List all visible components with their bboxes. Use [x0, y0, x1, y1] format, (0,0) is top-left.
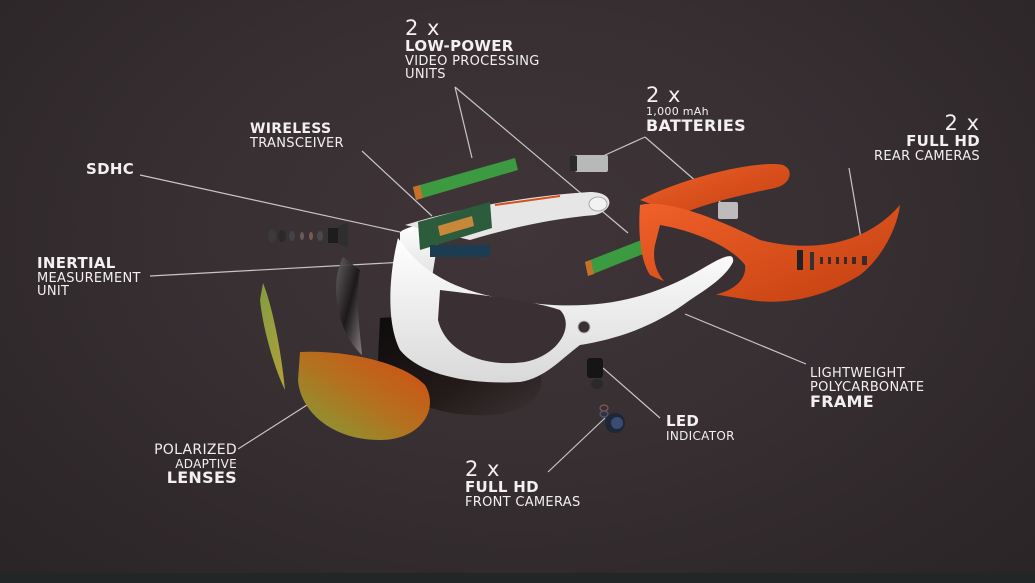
- leader-lines: [139, 86, 866, 473]
- front-cameras-line1: FRONT CAMERAS: [465, 494, 581, 510]
- lenses-title: LENSES: [166, 468, 237, 488]
- batteries-capacity: 1,000 mAh: [646, 105, 709, 119]
- label-wireless-transceiver: WIRELESS TRANSCEIVER: [250, 122, 344, 150]
- label-video-processing-units: 2 x LOW-POWER VIDEO PROCESSING UNITS: [405, 17, 540, 82]
- front-camera-module: [587, 358, 625, 433]
- frame-line1: LIGHTWEIGHT: [810, 366, 905, 381]
- imu-line1: MEASUREMENT: [37, 270, 141, 286]
- orange-adaptive-lens: [298, 351, 430, 440]
- battery-1: [570, 155, 608, 172]
- label-rear-cameras: 2 x FULL HD REAR CAMERAS: [874, 112, 980, 163]
- pcb-video-unit-1: [413, 158, 518, 200]
- front-cameras-count: 2 x: [465, 457, 501, 481]
- video-units-title: LOW-POWER: [405, 37, 514, 56]
- video-units-line1: VIDEO PROCESSING: [405, 53, 540, 69]
- wireless-line1: TRANSCEIVER: [250, 135, 344, 151]
- lenses-line1: POLARIZED: [154, 442, 237, 458]
- label-lenses: POLARIZED ADAPTIVE LENSES: [154, 443, 237, 487]
- battery-2: [718, 202, 738, 219]
- bottom-bar: [0, 573, 1035, 583]
- green-lens-edge: [260, 283, 285, 390]
- camera-module-exploded-parts: [268, 222, 348, 248]
- rear-cameras-line1: REAR CAMERAS: [874, 148, 980, 164]
- video-units-line2: UNITS: [405, 67, 446, 83]
- label-led-indicator: LED INDICATOR: [666, 412, 735, 443]
- front-white-frame: [390, 192, 734, 383]
- grey-lens: [336, 257, 362, 355]
- imu-title: INERTIAL: [37, 254, 116, 272]
- led-line1: INDICATOR: [666, 428, 735, 443]
- front-cameras-title: FULL HD: [465, 478, 539, 497]
- led-title: LED: [666, 412, 700, 430]
- rear-cameras-count: 2 x: [944, 111, 980, 135]
- label-frame: LIGHTWEIGHT POLYCARBONATE FRAME: [810, 367, 924, 411]
- label-batteries: 2 x 1,000 mAh BATTERIES: [646, 84, 746, 134]
- label-front-cameras: 2 x FULL HD FRONT CAMERAS: [465, 458, 581, 509]
- batteries-title: BATTERIES: [646, 115, 746, 135]
- led-hole: [577, 320, 591, 334]
- rear-orange-frame: [639, 164, 900, 302]
- frame-line2: POLYCARBONATE: [810, 379, 925, 395]
- imu-line2: UNIT: [37, 284, 70, 300]
- sdhc-title: SDHC: [86, 160, 135, 178]
- label-imu: INERTIAL MEASUREMENT UNIT: [37, 254, 141, 300]
- label-sdhc: SDHC: [86, 160, 135, 178]
- lenses-line2: ADAPTIVE: [175, 456, 237, 471]
- video-units-count: 2 x: [405, 16, 441, 40]
- wireless-title: WIRELESS: [250, 121, 332, 137]
- rear-cameras-title: FULL HD: [906, 132, 980, 151]
- batteries-count: 2 x: [646, 83, 682, 107]
- frame-title: FRAME: [810, 392, 874, 412]
